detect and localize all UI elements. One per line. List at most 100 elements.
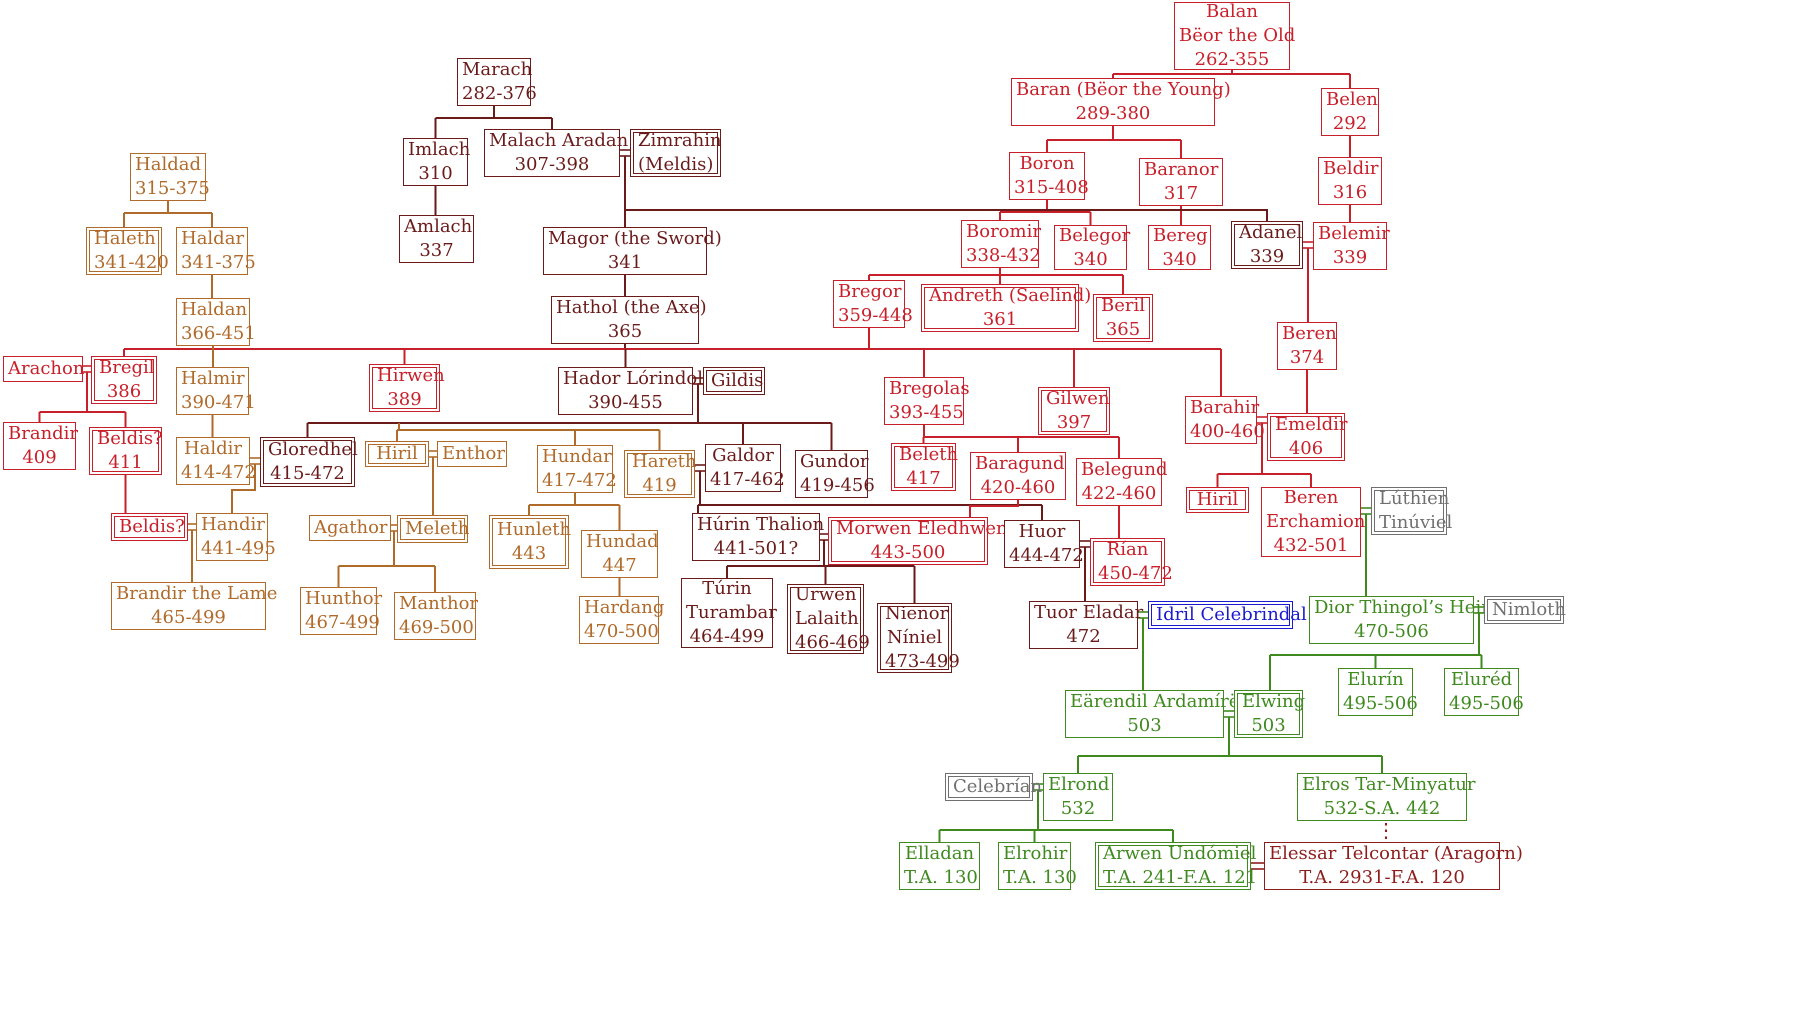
- person-hardang: Hardang 470-500: [579, 596, 665, 644]
- person-name: Belegund: [1081, 459, 1168, 480]
- person-arachon: Arachon: [3, 356, 85, 382]
- person-name: Dior Thingol’s Heir: [1314, 597, 1490, 618]
- person-name: Urwen: [795, 584, 857, 605]
- person-name: Hardang: [584, 597, 665, 618]
- person-detail: T.A. 241-F.A. 121: [1103, 867, 1258, 888]
- person-name: Boron: [1019, 153, 1075, 174]
- person-name: Beren: [1282, 323, 1337, 344]
- person-detail: 390-455: [588, 392, 663, 413]
- person-name: Húrin Thalion: [697, 514, 825, 535]
- person-name: Elrohir: [1003, 843, 1068, 864]
- person-detail: 365: [1105, 319, 1141, 340]
- person-detail: 419-456: [800, 475, 875, 496]
- person-galdor: Galdor 417-462: [705, 444, 785, 492]
- person-detail: 414-472: [181, 462, 256, 483]
- person-detail: 467-499: [305, 612, 380, 633]
- person-gundor: Gundor 419-456: [795, 450, 875, 498]
- person-detail: 415-472: [270, 463, 345, 484]
- person-name: Beldis?: [97, 428, 163, 449]
- person-detail: 443-500: [870, 542, 946, 563]
- person-beldis2: Beldis?: [111, 513, 188, 541]
- person-detail: 337: [419, 240, 454, 261]
- person-name: Tuor Eladar: [1034, 602, 1144, 623]
- person-name: Rían: [1106, 539, 1149, 560]
- person-detail: 406: [1288, 438, 1324, 459]
- person-detail: 422-460: [1081, 483, 1157, 504]
- person-baran: Baran (Bëor the Young) 289-380: [1011, 78, 1231, 126]
- person-name: Balan: [1205, 1, 1259, 22]
- person-detail: 386: [106, 381, 142, 402]
- person-detail: 441-501?: [713, 538, 799, 559]
- person-detail: 432-501: [1273, 535, 1349, 556]
- person-name: Marach: [462, 59, 533, 80]
- person-detail: 441-495: [201, 538, 276, 559]
- person-detail: 409: [22, 447, 57, 468]
- person-name: Hiril: [1196, 489, 1239, 510]
- person-rian: Rían 450-472: [1090, 538, 1173, 586]
- person-name: Hunleth: [497, 519, 572, 540]
- person-hurin: Húrin Thalion 441-501?: [692, 513, 825, 561]
- person-detail: 317: [1163, 183, 1199, 204]
- person-detail: (Meldis): [638, 154, 714, 175]
- person-detail: 450-472: [1098, 563, 1173, 584]
- person-detail: 289-380: [1075, 103, 1151, 124]
- person-name: Arachon: [8, 358, 85, 379]
- person-name: Túrin: [702, 578, 752, 599]
- person-name: Gundor: [800, 451, 869, 472]
- person-detail: 466-469: [795, 632, 870, 653]
- person-name: Belen: [1326, 89, 1378, 110]
- person-name: Bereg: [1153, 224, 1208, 246]
- person-detail: 532: [1060, 798, 1096, 819]
- person-andreth: Andreth (Saelind)361: [921, 284, 1091, 332]
- person-name: Galdor: [712, 445, 774, 466]
- person-name: Bregolas: [889, 378, 970, 399]
- person-name: Boromir: [966, 221, 1041, 242]
- person-name: Hundar: [542, 446, 612, 467]
- person-name: Elrond: [1048, 774, 1110, 795]
- person-detail: 310: [418, 163, 453, 184]
- person-detail: Bëor the Old: [1179, 25, 1296, 46]
- person-detail: 361: [982, 309, 1018, 330]
- person-detail: 374: [1289, 347, 1325, 368]
- person-detail: 340: [1073, 248, 1108, 270]
- person-name: Beldis?: [119, 516, 185, 537]
- person-detail: 366-451: [181, 323, 256, 344]
- person-name: Emeldir: [1275, 414, 1348, 435]
- person-name: Eärendil Ardamírë: [1070, 691, 1240, 712]
- person-detail: 419: [642, 475, 677, 496]
- person-nimloth: Nimloth: [1484, 596, 1566, 624]
- person-detail: 339: [1249, 246, 1285, 267]
- person-detail: 390-471: [181, 392, 256, 413]
- person-name: Morwen Eledhwen: [836, 518, 1008, 539]
- person-name: Baran (Bëor the Young): [1016, 79, 1231, 100]
- person-name: Huor: [1018, 521, 1066, 542]
- person-detail: 470-500: [584, 621, 659, 642]
- person-name: Gildis: [711, 370, 764, 391]
- person-detail: 417-462: [710, 469, 785, 490]
- person-detail: 316: [1332, 182, 1368, 203]
